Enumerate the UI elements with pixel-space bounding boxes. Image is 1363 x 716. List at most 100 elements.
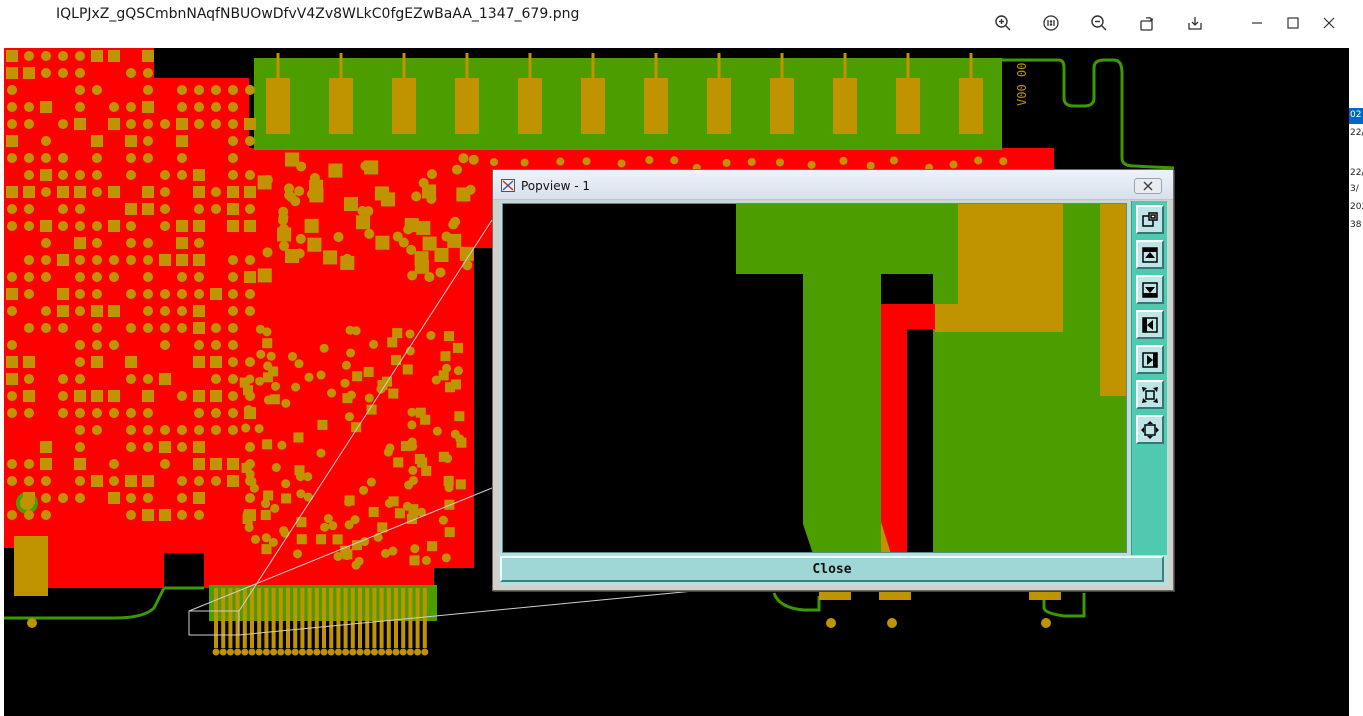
minimize-icon [1252,22,1262,24]
via [58,221,68,231]
via [250,534,260,544]
connector-pin [314,588,319,648]
via [333,551,343,561]
via [245,204,255,214]
via [75,340,85,350]
via [75,221,85,231]
smd-pad [57,305,69,317]
connector-pin [278,588,283,648]
smd-pad [293,432,304,443]
via [143,238,153,248]
copper-pour-left [4,48,474,588]
via [490,158,498,167]
smd-pad [210,458,222,470]
smd-pad [285,248,300,263]
via [388,546,398,556]
via [24,102,34,112]
via [341,360,351,370]
via [244,522,254,532]
via [92,323,102,333]
via [432,426,442,436]
view-top-button[interactable] [1136,240,1164,269]
via [211,119,221,129]
via [333,231,344,242]
smd-pad [450,379,461,390]
view-window-button[interactable] [1136,205,1164,234]
smd-pad [415,407,426,418]
via [441,231,452,242]
rotate-button[interactable] [1134,10,1160,36]
connector-pin [257,588,262,648]
smd-pad [193,390,205,402]
via [360,160,371,171]
view-left-button[interactable] [1136,310,1164,339]
via [254,424,264,434]
smd-pad [91,50,103,62]
popview-close-x-button[interactable] [1134,178,1162,194]
via [617,159,626,168]
via [75,255,85,265]
via [7,408,17,418]
via [7,221,17,231]
via [266,351,276,361]
via [58,68,68,78]
via [245,170,255,180]
maximize-button[interactable] [1280,10,1306,36]
download-button[interactable] [1182,10,1208,36]
minimize-button[interactable] [1244,10,1270,36]
via [160,459,170,469]
via [354,556,364,566]
zoom-in-button[interactable] [990,10,1016,36]
via [670,156,679,165]
smd-pad [142,475,154,487]
smd-pad [392,328,403,339]
via [41,306,51,316]
via [160,170,170,180]
view-right-button[interactable] [1136,345,1164,374]
connector-pin-via [298,648,306,656]
zoom-out-button[interactable] [1086,10,1112,36]
connector-pin [300,588,305,648]
via [291,382,301,392]
smd-pad [388,388,399,399]
smd-pad [440,351,451,362]
popview-zoom-view[interactable] [502,203,1127,553]
via [722,158,731,167]
via [228,119,238,129]
via [287,351,297,361]
zoom-fit-button[interactable] [1136,415,1164,444]
smd-pad [243,385,254,396]
smd-pad [244,271,256,283]
close-button[interactable] [1316,10,1342,36]
via [775,158,784,167]
via [177,85,187,95]
popview-close-button[interactable]: Close [500,556,1164,582]
via [443,453,453,463]
smd-pad [6,288,18,300]
smd-pad [193,458,205,470]
connector-pin-via [248,648,256,656]
zoom-in-icon [995,15,1011,31]
actual-size-button[interactable] [1038,10,1064,36]
via [316,448,326,458]
smd-pad [91,475,103,487]
via [424,271,435,282]
popview-titlebar[interactable]: Popview - 1 [493,170,1173,200]
via [261,533,271,543]
via [228,289,238,299]
via [109,476,119,486]
viewer-titlebar: IQLPJxZ_gQSCmbnNAqfNBUOwDfvV4Zv8WLkC0fgE… [0,0,1363,48]
via [520,158,529,167]
smd-pad [193,356,205,368]
via [177,510,187,520]
strip-text-2: 22/ [1350,168,1363,178]
via [416,507,426,517]
smd-pad [74,118,86,130]
via [270,503,280,513]
zoom-extents-button[interactable] [1136,380,1164,409]
view-bottom-button[interactable] [1136,275,1164,304]
smd-pad [281,493,292,504]
connector-pin [271,588,276,648]
via [245,306,255,316]
via [58,323,68,333]
